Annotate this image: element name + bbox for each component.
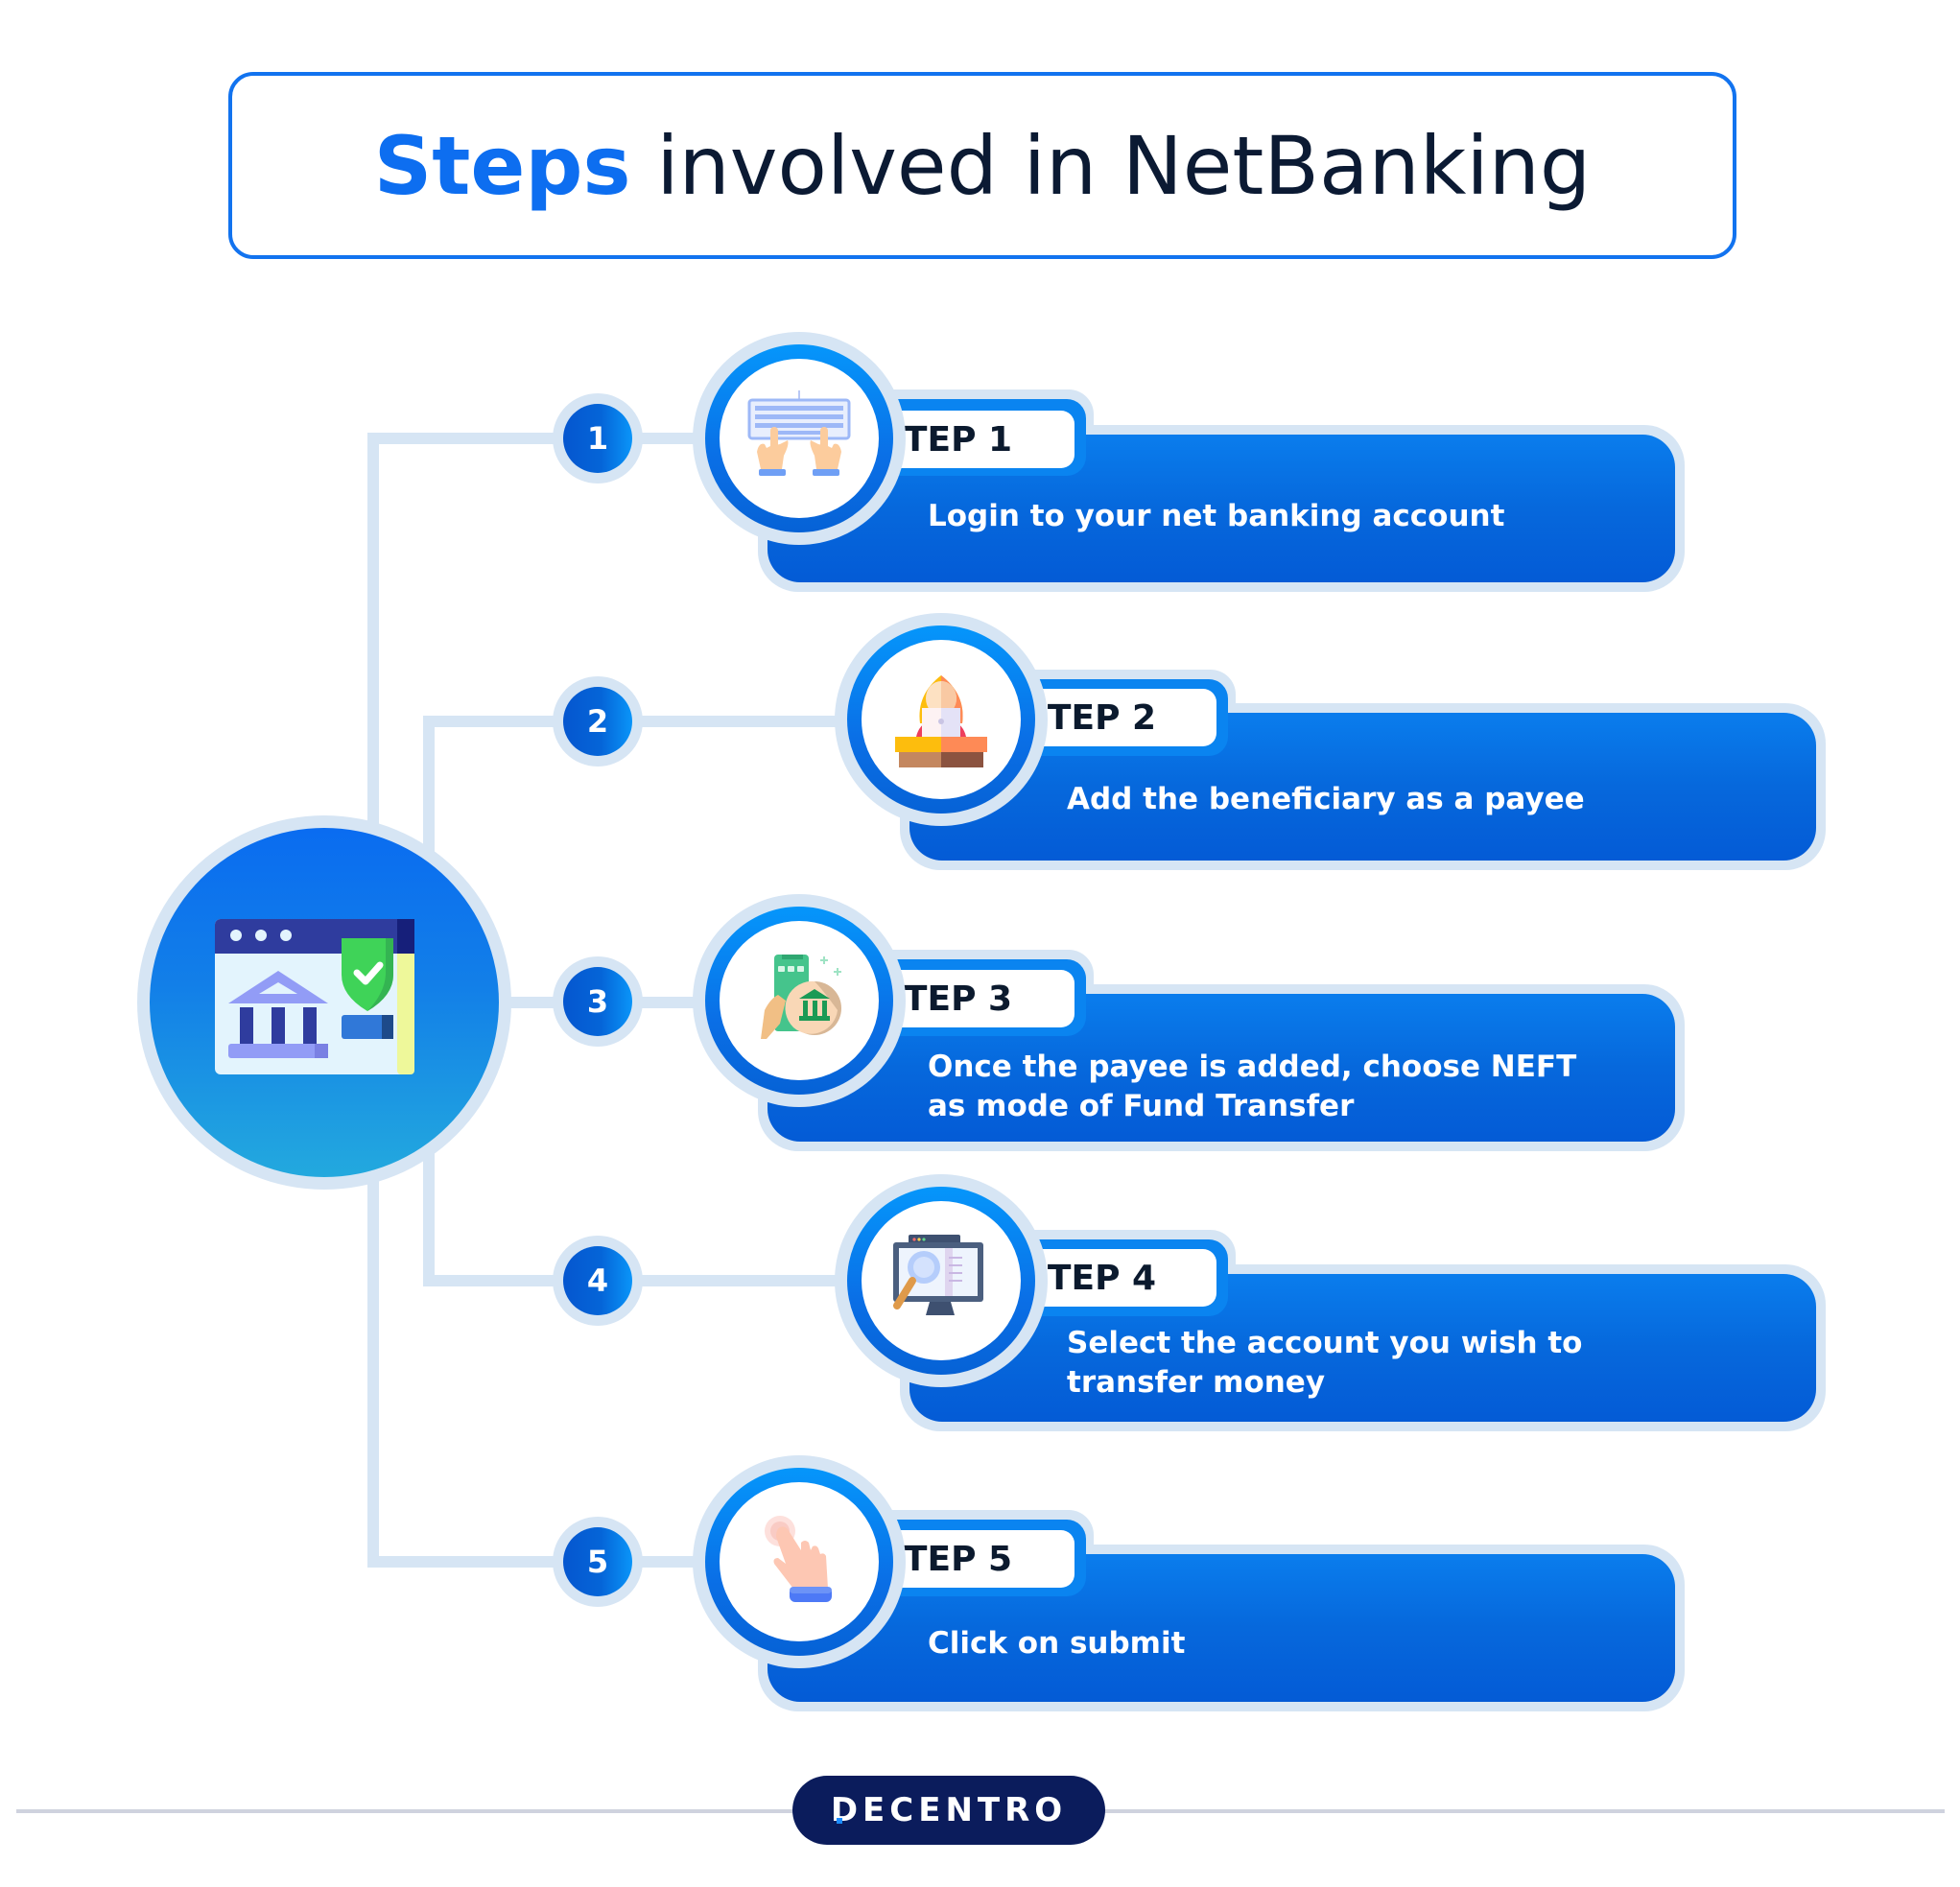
mobile-bank-transfer-icon: [761, 955, 841, 1039]
step-number-badge: 3: [563, 967, 632, 1036]
step-text: Select the account you wish to transfer …: [1067, 1326, 1583, 1400]
decentro-logo: DECENTRO: [792, 1776, 1105, 1845]
connector-step5: [367, 1556, 694, 1568]
monitor-search-account-icon: [893, 1235, 983, 1315]
logo-accent-dot: [837, 1818, 842, 1824]
step-number-badge: 2: [563, 687, 632, 756]
person-at-laptop-icon: [895, 675, 987, 767]
keyboard-typing-hands-icon: [747, 390, 851, 476]
step-text: Click on submit: [928, 1626, 1186, 1661]
step-text: Login to your net banking account: [928, 499, 1505, 533]
connector-step1: [367, 433, 694, 444]
title-box: Steps involved in NetBanking: [228, 72, 1736, 259]
step-number-badge: 4: [563, 1246, 632, 1315]
netbanking-browser-bank-shield-icon: [215, 919, 414, 1074]
page-title: Steps involved in NetBanking: [374, 119, 1592, 213]
title-rest: involved in NetBanking: [630, 118, 1592, 213]
step-number-badge: 1: [563, 404, 632, 473]
step-number-badge: 5: [563, 1527, 632, 1596]
step-text: Once the payee is added, choose NEFT as …: [928, 1050, 1577, 1123]
logo-text: DECENTRO: [830, 1791, 1068, 1829]
title-accent: Steps: [373, 118, 631, 213]
step-text: Add the beneficiary as a payee: [1067, 782, 1585, 816]
finger-tap-icon: [765, 1516, 832, 1602]
